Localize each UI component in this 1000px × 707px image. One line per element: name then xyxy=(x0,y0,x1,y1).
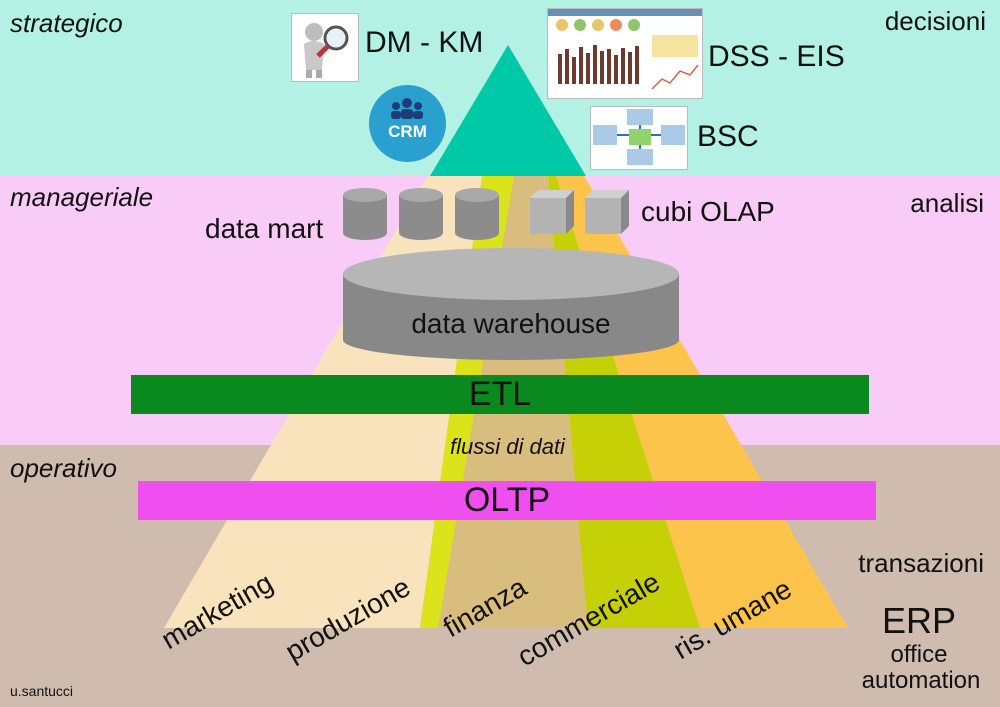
label-dss-eis: DSS - EIS xyxy=(708,40,845,73)
label-olap-cubes: cubi OLAP xyxy=(641,196,775,227)
label-dm-km: DM - KM xyxy=(365,26,484,59)
etl-bar: ETL xyxy=(131,375,869,414)
label-decisions: decisioni xyxy=(884,6,986,36)
label-bsc: BSC xyxy=(697,120,759,153)
level-operational: operativo xyxy=(10,453,117,483)
label-office: office xyxy=(890,641,948,668)
label-data-mart: data mart xyxy=(205,213,324,244)
bsc-diagram-thumbnail xyxy=(590,106,688,170)
label-data-flows: flussi di dati xyxy=(450,434,565,459)
level-managerial: manageriale xyxy=(10,182,154,212)
crm-label: CRM xyxy=(388,122,427,141)
label-automation: automation xyxy=(861,667,981,694)
magnifier-person-icon xyxy=(291,13,359,82)
label-transactions: transazioni xyxy=(858,548,984,578)
pyramid-apex xyxy=(430,45,586,176)
label-data-warehouse: data warehouse xyxy=(411,308,611,339)
dashboard-thumbnail xyxy=(547,8,703,99)
label-analysis: analisi xyxy=(910,188,984,218)
author-credit: u.santucci xyxy=(10,683,74,699)
etl-label: ETL xyxy=(468,375,532,413)
label-erp: ERP xyxy=(882,600,957,641)
oltp-label: OLTP xyxy=(463,481,551,519)
level-strategic: strategico xyxy=(10,8,123,38)
oltp-bar: OLTP xyxy=(138,481,876,520)
crm-icon: CRM xyxy=(369,85,446,162)
